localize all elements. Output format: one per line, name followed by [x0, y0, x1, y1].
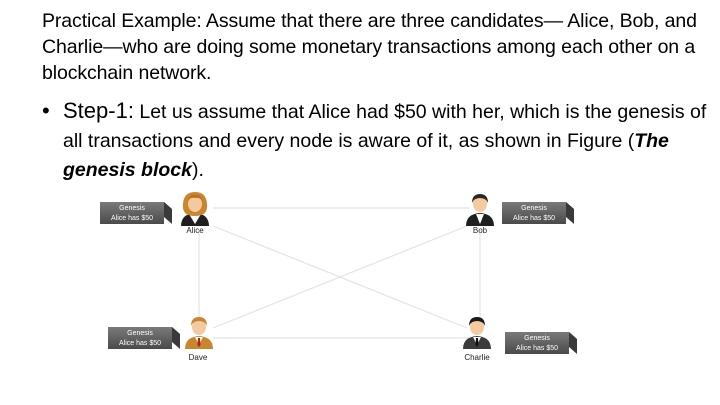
genesis-block-content: Alice has $50 — [516, 345, 558, 352]
genesis-block-content: Alice has $50 — [119, 340, 161, 347]
genesis-block-charlie: Genesis Alice has $50 — [505, 332, 577, 354]
network-diagram-svg: Genesis Alice has $50 Genesis Alice has … — [100, 192, 577, 362]
node-label-dave: Dave — [189, 353, 208, 362]
charlie-avatar-icon — [463, 317, 491, 349]
alice-avatar-icon — [181, 192, 209, 226]
genesis-block-bob: Genesis Alice has $50 — [502, 202, 574, 224]
genesis-block-content: Alice has $50 — [111, 215, 153, 222]
genesis-block-title: Genesis — [127, 330, 153, 337]
figure-caption: The genesis block — [63, 130, 669, 181]
intro-paragraph: Practical Example: Assume that there are… — [42, 10, 697, 84]
step-text-after: ). — [191, 159, 204, 181]
genesis-block-title: Genesis — [521, 205, 547, 212]
genesis-block-title: Genesis — [119, 205, 145, 212]
node-label-alice: Alice — [186, 226, 204, 235]
bullet-dot: • — [42, 98, 50, 123]
node-label-bob: Bob — [473, 226, 488, 235]
dave-avatar-icon — [185, 317, 213, 349]
network-connections — [198, 207, 481, 339]
step-bullet: • Step-1: Let us assume that Alice had $… — [42, 96, 712, 185]
connection-bob-dave — [212, 225, 468, 329]
genesis-block-content: Alice has $50 — [513, 215, 555, 222]
network-diagram: Genesis Alice has $50 Genesis Alice has … — [95, 190, 585, 370]
bob-avatar-icon — [466, 194, 494, 226]
step-text-before: Let us assume that Alice had $50 with he… — [63, 101, 707, 152]
genesis-block-dave: Genesis Alice has $50 — [108, 327, 180, 349]
node-label-charlie: Charlie — [464, 353, 490, 362]
bullet-body: Step-1: Let us assume that Alice had $50… — [63, 96, 712, 185]
genesis-block-title: Genesis — [524, 335, 550, 342]
genesis-block-alice: Genesis Alice has $50 — [100, 202, 172, 224]
step-label: Step-1: — [63, 98, 134, 123]
